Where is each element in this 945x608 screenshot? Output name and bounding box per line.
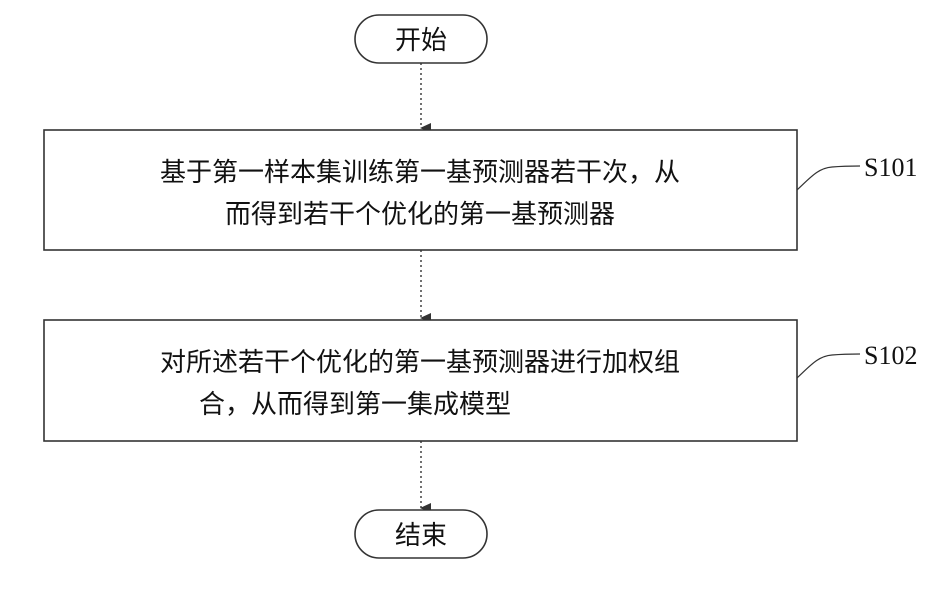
step-s102-id-label: S102: [864, 341, 917, 370]
step-s102-text-line-2: 合，从而得到第一集成模型: [199, 390, 511, 420]
process-box-s102: [44, 320, 797, 441]
process-step-s101: 基于第一样本集训练第一基预测器若干次，从 而得到若干个优化的第一基预测器 S10…: [44, 130, 917, 250]
process-step-s102: 对所述若干个优化的第一基预测器进行加权组 合，从而得到第一集成模型 S102: [44, 320, 917, 441]
end-node: 结束: [355, 510, 487, 558]
step-s101-text-line-2: 而得到若干个优化的第一基预测器: [225, 200, 615, 230]
process-box-s101: [44, 130, 797, 250]
step-s101-text-line-1: 基于第一样本集训练第一基预测器若干次，从: [160, 158, 680, 188]
start-node: 开始: [355, 15, 487, 63]
step-s101-leader-line: [797, 166, 860, 190]
step-s102-text-line-1: 对所述若干个优化的第一基预测器进行加权组: [160, 348, 680, 378]
step-s101-id-label: S101: [864, 153, 917, 182]
step-s102-leader-line: [797, 354, 860, 378]
start-label: 开始: [395, 26, 447, 56]
end-label: 结束: [395, 521, 447, 551]
